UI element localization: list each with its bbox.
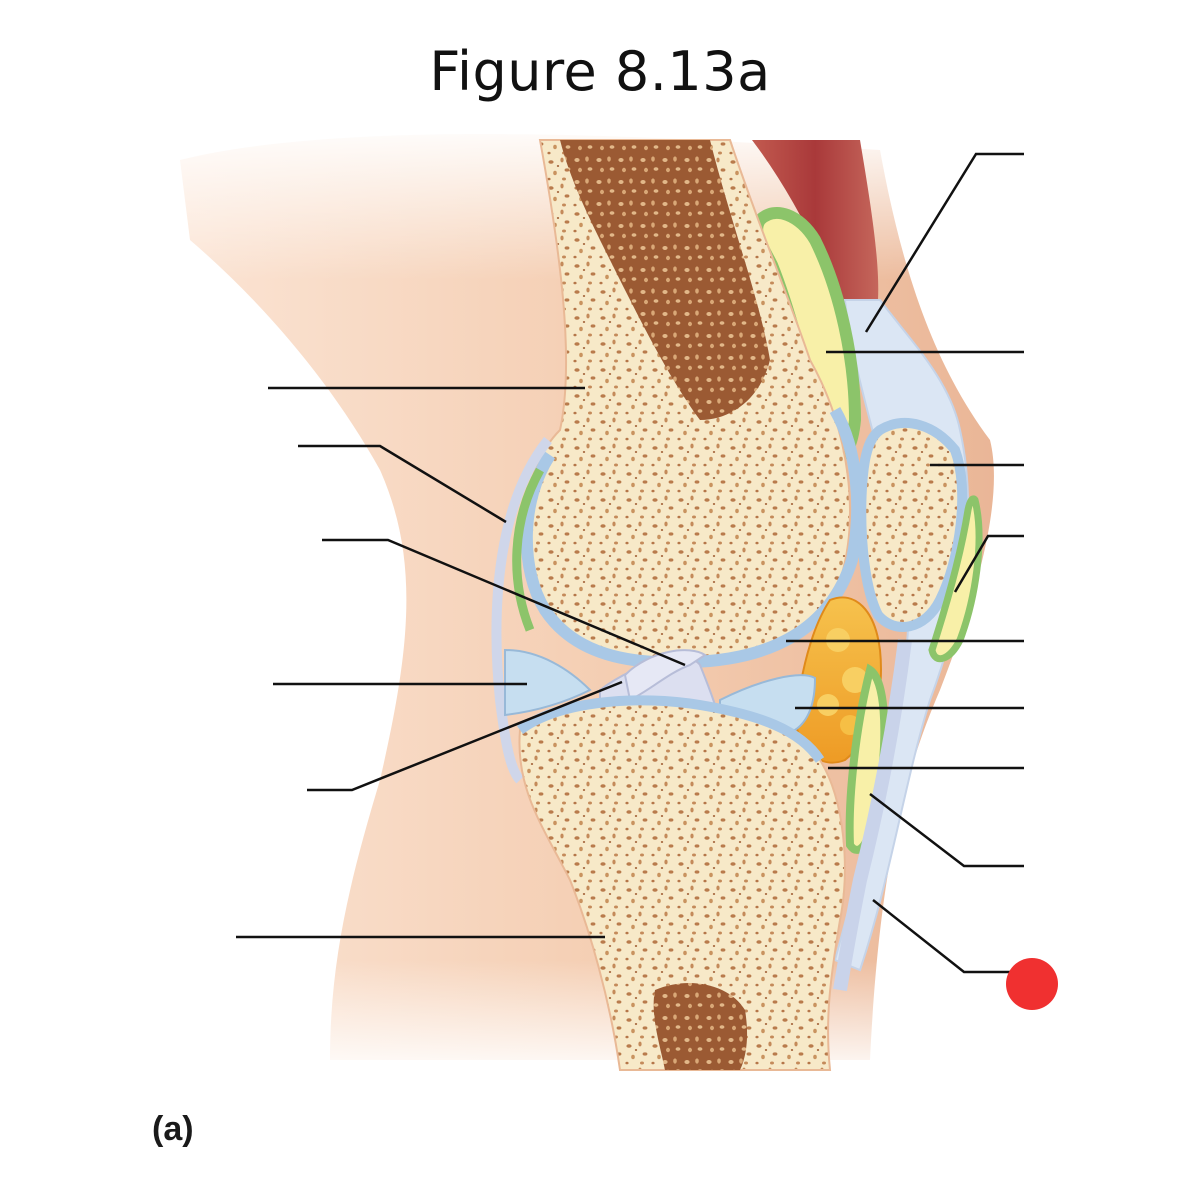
femur-marrow-cavity: [560, 140, 770, 420]
leader-line: [864, 152, 1024, 333]
posterior-cruciate-ligament: [623, 649, 707, 702]
quadriceps-muscle: [752, 140, 879, 310]
posterior-meniscus: [504, 648, 592, 717]
patella-bone: [856, 417, 968, 632]
tibia-marrow-cavity: [653, 982, 748, 1070]
right-leader-lines: [786, 152, 1024, 974]
panel-label: (a): [152, 1110, 194, 1148]
patellar-ligament: [833, 639, 912, 992]
prepatellar-bursa: [928, 495, 983, 663]
leader-line: [872, 899, 1020, 974]
figure-title: Figure 8.13a: [429, 40, 771, 103]
joint-capsule-posterior: [491, 436, 552, 784]
left-leader-lines: [236, 386, 686, 939]
fat-lobule: [817, 694, 839, 716]
leader-line: [953, 534, 1024, 593]
leader-line: [298, 444, 507, 524]
answer-marker-dot[interactable]: [1006, 958, 1058, 1010]
synovial-membrane-posterior: [512, 467, 544, 632]
fat-lobule: [842, 667, 868, 693]
leader-line: [322, 538, 686, 667]
leader-line: [869, 793, 1024, 868]
leader-line: [307, 680, 623, 792]
tibia-articular-cartilage: [517, 695, 825, 763]
